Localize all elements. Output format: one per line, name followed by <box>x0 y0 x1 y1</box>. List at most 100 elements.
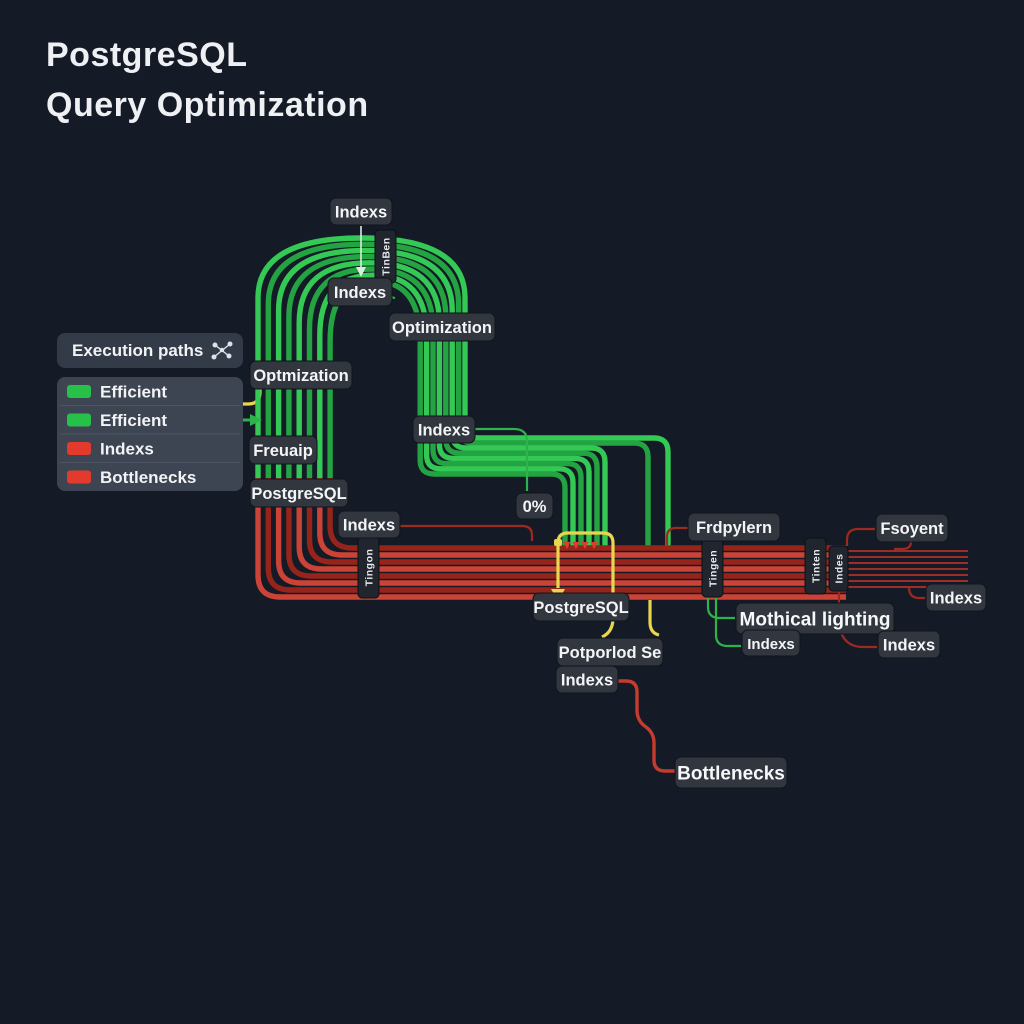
label-zero-pct-text: 0% <box>523 498 547 516</box>
bottleneck-path <box>327 478 846 551</box>
label-indexs-left-text: Indexs <box>343 517 395 535</box>
label-fsqyent-text: Fsoyent <box>880 520 944 538</box>
badge-tinben-label: TinBen <box>381 237 393 275</box>
label-frdpylern: Frdpylern <box>687 512 781 542</box>
legend-label-efficient-2: Efficient <box>100 411 167 430</box>
label-freuaip-text: Freuaip <box>253 442 313 460</box>
mothical-connector <box>706 598 735 620</box>
title-line2: Query Optimization <box>46 86 369 124</box>
merge-arrow-4 <box>590 542 598 549</box>
bottleneck-path <box>265 478 846 593</box>
label-postgresql-left-text: PostgreSQL <box>251 485 346 503</box>
label-indexs-top: Indexs <box>329 197 393 226</box>
badge-tingon: Tingon <box>357 536 380 599</box>
label-indexs-arch-text: Indexs <box>334 284 386 302</box>
label-indexs-mid: Indexs <box>412 415 476 444</box>
label-mothical-text: Mothical lighting <box>740 610 891 631</box>
paths-icon <box>211 341 233 360</box>
page-title: PostgreSQL Query Optimization <box>46 36 369 124</box>
efficient-path <box>265 241 651 547</box>
indexs-right-top-connector <box>907 586 925 600</box>
label-optimization-left-text: Optmization <box>253 367 348 385</box>
legend-swatch-green-2 <box>67 413 91 427</box>
indexs-mid-connector <box>474 427 529 491</box>
bottlenecks-connector <box>617 679 675 773</box>
badge-tinben: TinBen <box>374 229 397 284</box>
legend-header-text: Execution paths <box>72 341 203 360</box>
legend-label-bottlenecks: Bottlenecks <box>100 468 196 487</box>
badge-indes-label: Indes <box>834 554 846 584</box>
legend-label-efficient-1: Efficient <box>100 383 167 402</box>
label-potporlod: Potporlod Se <box>556 637 664 667</box>
bottleneck-path <box>286 478 846 579</box>
label-indexs-left: Indexs <box>337 510 401 539</box>
badge-indes-bg <box>828 545 849 592</box>
label-freuaip: Freuaip <box>248 435 318 465</box>
efficient-path <box>286 253 600 547</box>
label-indexs-right-bottom-text: Indexs <box>883 637 935 655</box>
efficient-path <box>275 247 608 547</box>
label-indexs-right-top: Indexs <box>925 583 987 612</box>
label-postgresql-bottom: PostgreSQL <box>532 592 630 622</box>
label-mothical: Mothical lighting <box>735 602 895 635</box>
label-postgresql-left: PostgreSQL <box>249 478 349 508</box>
merge-arrow-2 <box>572 542 580 549</box>
badge-tinten-bg <box>804 537 827 595</box>
bottleneck-paths-bundle <box>255 478 846 600</box>
badge-tinten-label: Tinten <box>811 549 823 583</box>
legend-header <box>57 333 243 368</box>
label-zero-pct: 0% <box>515 492 554 520</box>
label-indexs-tingen: Indexs <box>741 629 801 657</box>
indexs-left-connector <box>400 524 534 541</box>
badge-indes: Indes <box>828 545 849 592</box>
legend-swatch-red-1 <box>67 442 91 455</box>
legend-item-indexs: Indexs <box>67 440 154 459</box>
label-indexs-mid-text: Indexs <box>418 422 470 440</box>
yellow-cap <box>554 539 562 546</box>
label-postgresql-bottom-text: PostgreSQL <box>533 599 628 617</box>
label-chips: Indexs Indexs Optimization Optmization F… <box>248 197 987 789</box>
label-indexs-arch: Indexs <box>327 277 393 307</box>
label-optimization-left: Optmization <box>249 360 353 390</box>
legend: Execution paths Efficient Efficient Inde… <box>57 333 243 491</box>
merge-arrow-3 <box>581 542 589 549</box>
vertical-badges: TinBen Tingon Tingen Tinten Indes <box>357 229 849 599</box>
label-fsqyent: Fsoyent <box>875 513 949 543</box>
green-arrowhead <box>250 414 262 426</box>
efficient-path <box>296 260 592 547</box>
fsqyent-connector-a <box>894 541 913 551</box>
label-indexs-tingen-text: Indexs <box>747 636 795 653</box>
fsqyent-connector-b <box>845 527 875 546</box>
label-indexs-bottom-text: Indexs <box>561 672 613 690</box>
legend-swatch-green-1 <box>67 385 91 398</box>
legend-swatch-red-2 <box>67 470 91 484</box>
legend-item-efficient-1: Efficient <box>67 383 167 402</box>
badge-tinten: Tinten <box>804 537 827 595</box>
indexs-tingen-connector <box>714 598 741 648</box>
label-optimization-right-text: Optimization <box>392 319 492 337</box>
white-arrowhead <box>356 267 366 277</box>
label-bottlenecks-text: Bottlenecks <box>677 764 785 785</box>
legend-item-bottlenecks: Bottlenecks <box>67 468 196 487</box>
legend-label-indexs: Indexs <box>100 440 154 459</box>
label-frdpylern-text: Frdpylern <box>696 519 772 537</box>
merge-arrow-1 <box>563 542 571 549</box>
efficient-path <box>255 235 671 547</box>
label-indexs-right-top-text: Indexs <box>930 590 982 608</box>
badge-tingen: Tingen <box>701 539 724 598</box>
badge-tingon-label: Tingon <box>364 549 376 587</box>
label-bottlenecks: Bottlenecks <box>674 756 788 789</box>
yellow-tail <box>648 600 660 637</box>
bottleneck-path <box>275 478 846 586</box>
yellow-bracket <box>556 531 615 639</box>
label-indexs-bottom: Indexs <box>555 665 619 694</box>
title-line1: PostgreSQL <box>46 36 247 74</box>
label-indexs-right-bottom: Indexs <box>877 630 941 659</box>
frdpylern-connector <box>665 526 698 545</box>
bottleneck-path <box>255 478 846 600</box>
bottleneck-path <box>317 478 846 558</box>
bottleneck-thin-paths <box>846 550 968 588</box>
label-potporlod-text: Potporlod Se <box>559 644 662 662</box>
